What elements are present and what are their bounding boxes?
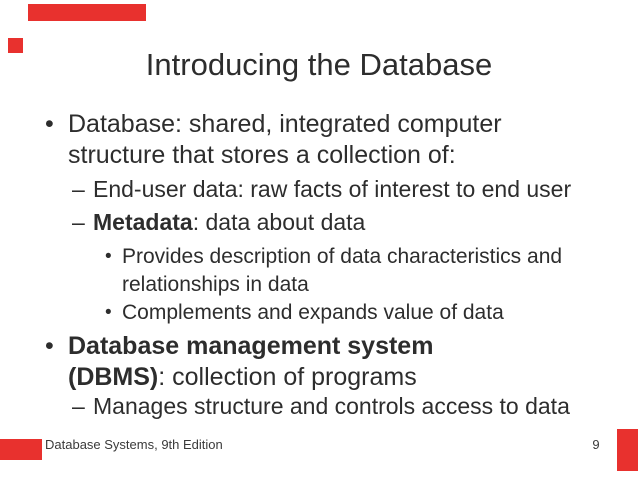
slide-title: Introducing the Database [145,47,493,82]
bullet-text: Complements and expands value of data [122,301,504,324]
footer-page-number: 9 [592,437,600,452]
bullet-marker: – [72,209,85,235]
bullet-marker: • [45,332,54,360]
bullet-text: Provides description of data characteris… [122,245,563,296]
bullet-marker: • [105,246,112,267]
bullet-text: Database management system (DBMS): colle… [68,332,434,391]
red-corner-mark-top-left-bar [28,4,146,21]
bullet-marker: • [45,110,54,138]
bullet-text: Metadata: data about data [93,209,366,235]
bullet-marker: – [72,176,85,202]
red-corner-mark-bottom-left-bar [0,439,42,460]
bullet-item: –Manages structure and controls access t… [0,392,613,421]
bullet-marker: • [105,302,112,323]
red-corner-mark-top-left-square [8,38,23,53]
bullet-text: End-user data: raw facts of interest to … [93,176,572,202]
bullet-item: –End-user data: raw facts of interest to… [0,175,613,204]
bullet-text: Database: shared, integrated computer st… [68,110,502,169]
bullet-marker: – [72,393,85,419]
red-corner-mark-bottom-right-bar [617,429,638,471]
bullet-item: • Provides description of data characteri… [0,243,597,299]
footer-book-title: Database Systems, 9th Edition [45,437,223,452]
bullet-item: • Database: shared, integrated computer s… [0,109,518,171]
bullet-text: Manages structure and controls access to… [93,393,570,419]
bullet-item: • Database management system (DBMS): coll… [0,331,518,393]
bullet-item: • Complements and expands value of data [0,299,597,327]
bullet-item: –Metadata: data about data [0,208,613,237]
